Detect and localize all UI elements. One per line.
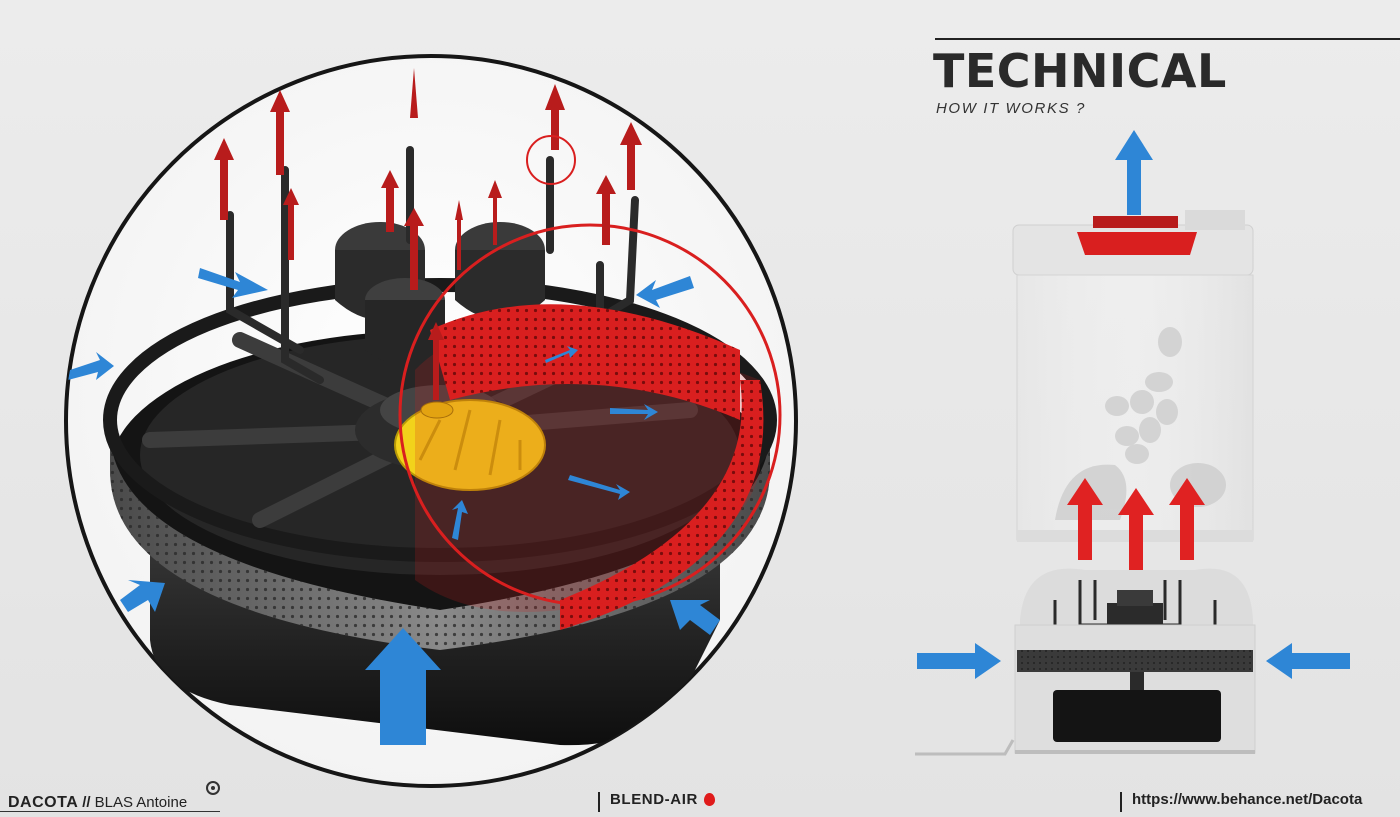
footer-rule [0,811,220,812]
exploded-view-illustration [64,54,798,788]
page-title: TECHNICAL [933,44,1227,98]
target-icon [206,781,220,795]
footer-credit: DACOTA//BLAS Antoine [8,795,187,811]
brand-name: DACOTA [8,794,79,811]
header-rule [935,38,1400,40]
portfolio-link[interactable]: https://www.behance.net/Dacota [1120,792,1362,812]
author-name: BLAS Antoine [94,794,188,811]
blender-cross-section [915,130,1350,756]
airflow-arrow-icon [1115,130,1153,215]
page-subtitle: HOW IT WORKS ? [936,100,1086,117]
product-name: BLEND-AIR [610,791,698,808]
product-name-label: BLEND-AIR [598,792,715,812]
balloon-icon [703,792,715,806]
brand-separator: // [82,794,91,811]
